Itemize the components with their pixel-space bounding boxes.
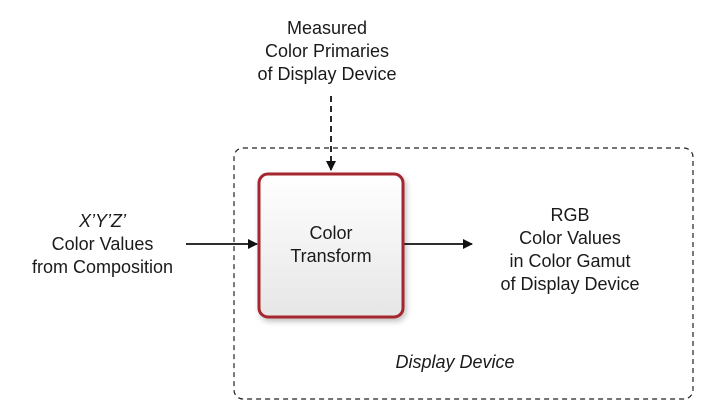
label-line: Color Values bbox=[519, 228, 621, 248]
label-line: X’Y’Z’ bbox=[78, 211, 126, 231]
label-line: Color Values bbox=[51, 234, 154, 254]
label-line: in Color Gamut bbox=[509, 251, 631, 271]
label-line: Transform bbox=[290, 246, 372, 266]
label-line: Color Primaries bbox=[264, 41, 390, 61]
display-device-label: Display Device bbox=[395, 352, 515, 372]
label-line: of Display Device bbox=[500, 274, 640, 294]
label-line: from Composition bbox=[31, 257, 174, 277]
output-values-label: RGB Color Values in Color Gamut of Displ… bbox=[470, 204, 670, 296]
color-transform-box bbox=[257, 172, 405, 319]
label-line: Measured bbox=[286, 18, 368, 38]
color-transform-label: Color Transform bbox=[262, 222, 400, 268]
label-line: of Display Device bbox=[257, 64, 397, 84]
measured-primaries-label: Measured Color Primaries of Display Devi… bbox=[217, 17, 437, 86]
label-line: Color bbox=[309, 223, 353, 243]
label-line: RGB bbox=[550, 205, 590, 225]
display-device-container bbox=[233, 147, 694, 400]
input-values-label: X’Y’Z’ Color Values from Composition bbox=[0, 210, 205, 279]
